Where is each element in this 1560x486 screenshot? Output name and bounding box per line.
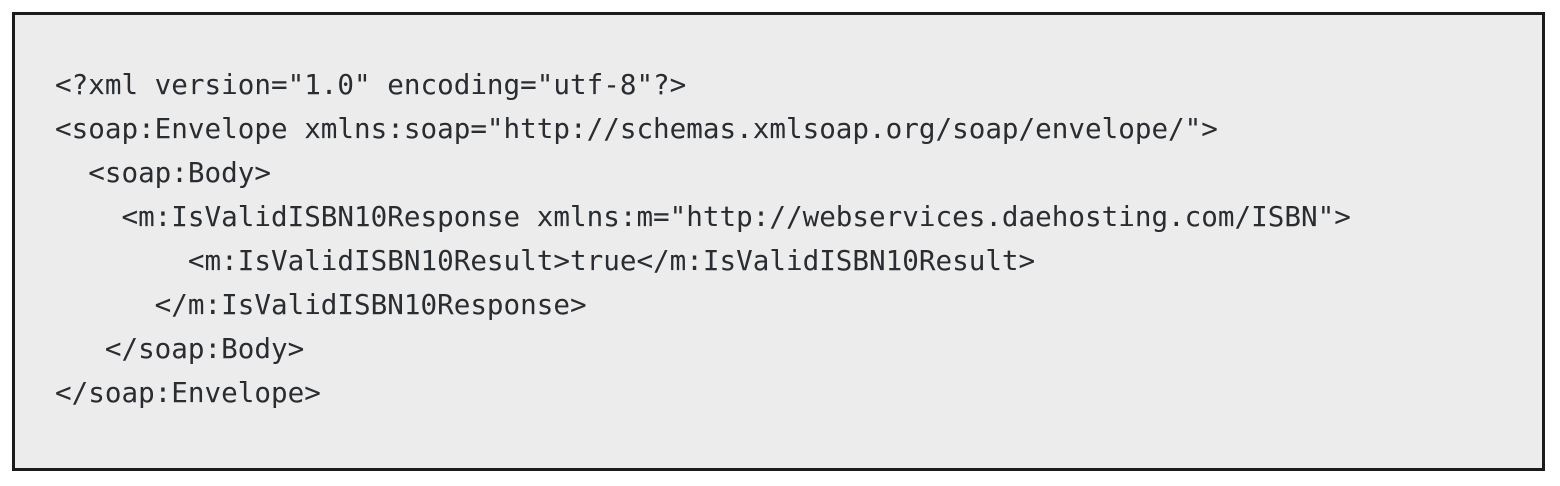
- code-line-body-close: </soap:Body>: [55, 332, 305, 365]
- code-line-response-open: <m:IsValidISBN10Response xmlns:m="http:/…: [55, 200, 1351, 233]
- code-line-envelope-open: <soap:Envelope xmlns:soap="http://schema…: [55, 112, 1218, 145]
- code-line-envelope-close: </soap:Envelope>: [55, 376, 321, 409]
- code-line-response-close: </m:IsValidISBN10Response>: [55, 288, 587, 321]
- code-line-body-open: <soap:Body>: [55, 156, 271, 189]
- code-block: <?xml version="1.0" encoding="utf-8"?> <s…: [55, 63, 1506, 415]
- code-panel: <?xml version="1.0" encoding="utf-8"?> <s…: [12, 12, 1545, 471]
- code-line-xml-declaration: <?xml version="1.0" encoding="utf-8"?>: [55, 68, 687, 101]
- code-line-result-value: <m:IsValidISBN10Result>true</m:IsValidIS…: [55, 244, 1036, 277]
